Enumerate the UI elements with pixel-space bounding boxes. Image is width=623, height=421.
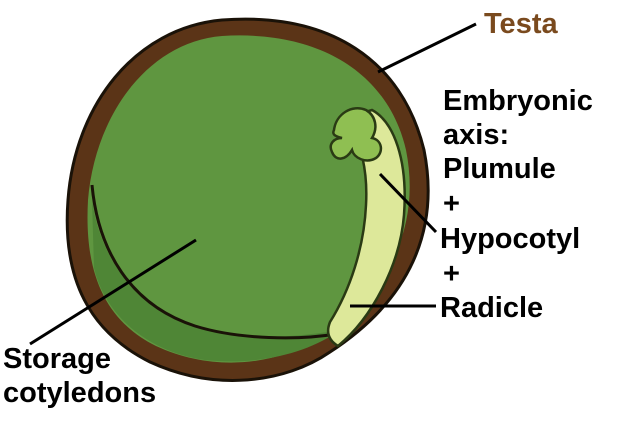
plumule-label: Plumule [443,152,556,186]
testa-label: Testa [484,7,558,41]
testa-leader-line [378,24,476,72]
storage-cotyledons-label-line1: Storage [3,342,111,376]
hypocotyl-label: Hypocotyl [440,222,580,256]
plus-sign-1: + [443,187,460,221]
embryonic-axis-label-line1: Embryonic [443,84,593,118]
radicle-label: Radicle [440,291,543,325]
plus-sign-2: + [443,257,460,291]
storage-cotyledons-label-line2: cotyledons [3,376,156,410]
embryonic-axis-label-line2: axis: [443,118,509,152]
